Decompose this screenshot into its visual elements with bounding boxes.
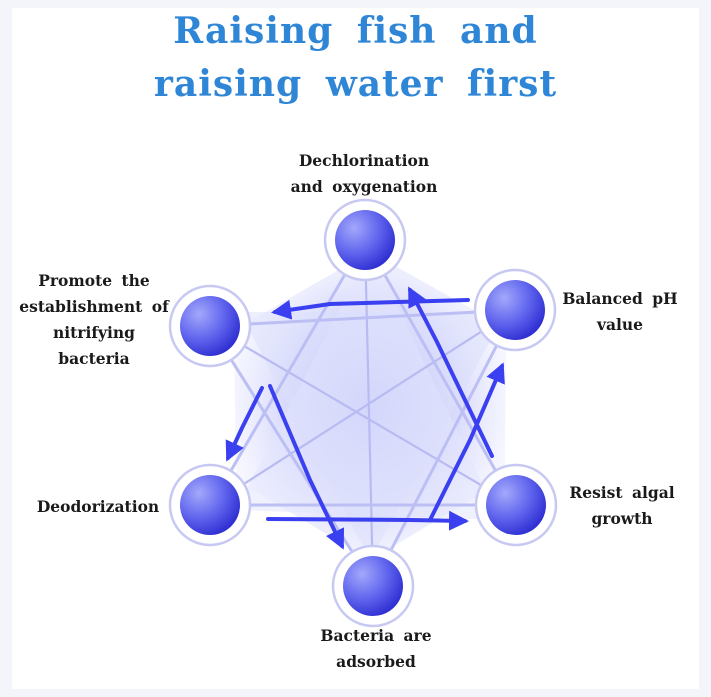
flow-arrows xyxy=(225,286,505,550)
label-bottom-right: Resist algal growth xyxy=(558,480,686,532)
title-line-1: Raising fish and xyxy=(173,10,538,52)
label-bottom-left: Deodorization xyxy=(28,494,168,520)
node-top-left[interactable] xyxy=(168,284,252,368)
label-top-right: Balanced pH value xyxy=(556,286,684,338)
arrow-up-right xyxy=(408,286,494,458)
label-top-line-2: and oxygenation xyxy=(290,177,438,196)
node-bottom[interactable] xyxy=(331,544,415,628)
label-bottom-left-line-1: Deodorization xyxy=(36,497,160,516)
label-top-line-1: Dechlorination xyxy=(298,151,430,170)
label-top: Dechlorination and oxygenation xyxy=(264,148,464,200)
label-bottom-right-line-1: Resist algal xyxy=(569,483,675,502)
arrow-bottom-right xyxy=(266,510,469,531)
arrow-left-down xyxy=(225,386,264,462)
node-top[interactable] xyxy=(323,198,407,282)
label-top-left: Promote the establishment of nitrifying … xyxy=(14,268,174,372)
label-top-right-line-2: value xyxy=(596,315,644,334)
label-bottom-right-line-2: growth xyxy=(591,509,653,528)
label-top-left-line-3: nitrifying xyxy=(52,323,136,342)
label-bottom-line-1: Bacteria are xyxy=(320,626,432,645)
node-bottom-left[interactable] xyxy=(168,463,252,547)
spokes xyxy=(209,239,516,586)
label-top-left-line-2: establishment of xyxy=(19,297,169,316)
arrow-right-up xyxy=(428,362,505,522)
node-bottom-right[interactable] xyxy=(474,463,558,547)
node-top-right[interactable] xyxy=(473,268,557,352)
title-line-2: raising water first xyxy=(153,63,558,105)
arrow-down-right xyxy=(268,384,345,550)
label-bottom-line-2: adsorbed xyxy=(336,652,416,671)
label-top-left-line-1: Promote the xyxy=(38,271,150,290)
label-top-left-line-4: bacteria xyxy=(58,349,130,368)
arrow-top-left xyxy=(271,298,470,320)
star-edges xyxy=(208,239,517,586)
label-bottom: Bacteria are adsorbed xyxy=(296,623,456,675)
label-top-right-line-1: Balanced pH xyxy=(562,289,678,308)
